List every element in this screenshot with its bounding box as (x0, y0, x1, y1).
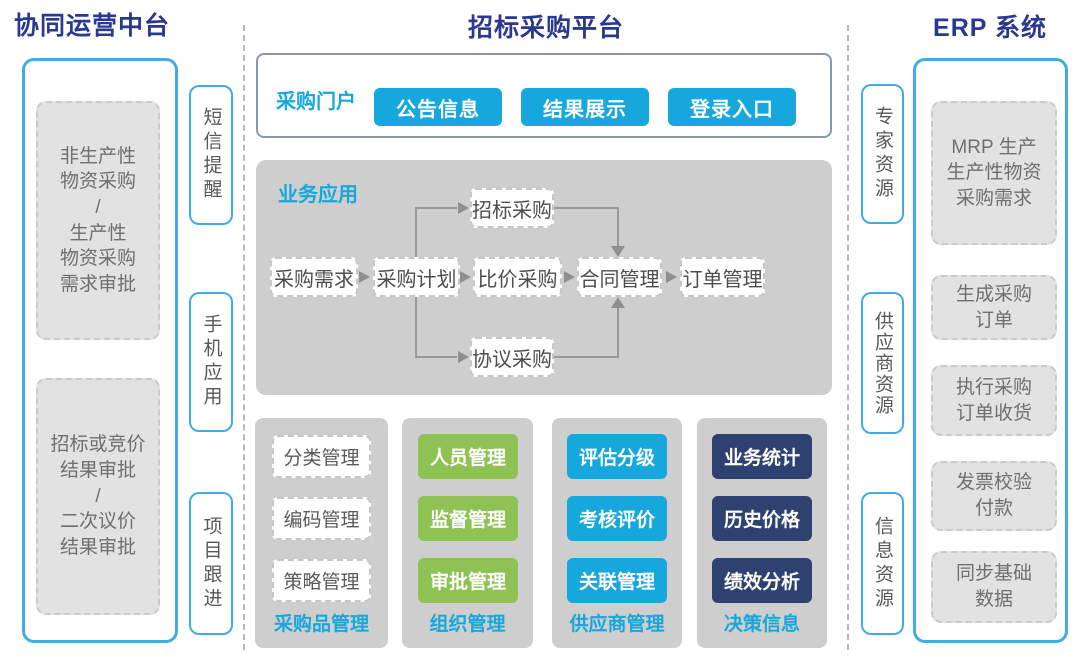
arrow-right-icon (359, 271, 370, 283)
box-line: 需求审批 (59, 273, 136, 295)
module-item: 评估分级 (567, 434, 667, 479)
arrow-down-icon (611, 246, 625, 257)
box-line: 结果审批 (59, 536, 136, 558)
box-line: 付款 (974, 498, 1013, 519)
left-section-title: 协同运营中台 (14, 12, 171, 40)
box-line: 采购需求 (955, 187, 1032, 209)
tab-expert-resource: 专家资源 (861, 84, 904, 224)
module-panel-label: 采购品管理 (273, 614, 369, 635)
flow-box-order: 订单管理 (680, 257, 765, 297)
erp-box-create-po: 生成采购 订单 (931, 275, 1057, 340)
tab-mobile-app: 手机应用 (189, 292, 233, 432)
connector-line (617, 308, 619, 358)
portal-label: 采购门户 (276, 91, 356, 113)
box-line: 订单收货 (955, 402, 1032, 424)
module-panel-decision: 业务统计 历史价格 绩效分析 决策信息 (697, 418, 827, 648)
box-line: 生产性物资 (946, 162, 1042, 184)
result-display-button[interactable]: 结果展示 (521, 88, 649, 126)
box-line: 数据 (974, 589, 1013, 610)
box-line: 非生产性 (59, 145, 136, 167)
module-item: 绩效分析 (712, 558, 812, 603)
module-item: 历史价格 (712, 496, 812, 541)
module-panel-procurement-item: 分类管理 编码管理 策略管理 采购品管理 (255, 418, 388, 648)
flow-box-agreement: 协议采购 (470, 337, 554, 377)
box-line: 物资采购 (59, 248, 136, 270)
connector-line (415, 207, 417, 258)
erp-box-sync-data: 同步基础 数据 (931, 551, 1057, 623)
announcement-info-button[interactable]: 公告信息 (374, 88, 502, 126)
arrow-right-icon (666, 271, 677, 283)
flow-box-plan: 采购计划 (373, 257, 460, 297)
tab-label: 项目跟进 (200, 515, 222, 612)
module-panel-organization: 人员管理 监督管理 审批管理 组织管理 (402, 418, 533, 648)
flow-box-bidding: 招标采购 (470, 188, 554, 228)
box-line: 二次议价 (59, 511, 136, 533)
erp-box-receive-po: 执行采购 订单收货 (931, 365, 1057, 436)
box-line: / (95, 485, 101, 507)
tab-label: 信息资源 (872, 515, 893, 612)
connector-line (554, 356, 619, 358)
box-line: 物资采购 (59, 171, 136, 193)
module-item: 人员管理 (418, 434, 518, 479)
connector-line (415, 207, 457, 209)
left-approval-box-2: 招标或竞价 结果审批 / 二次议价 结果审批 (36, 378, 160, 615)
connector-line (554, 207, 619, 209)
tab-label: 手机应用 (200, 314, 222, 410)
box-line: 订单 (974, 309, 1013, 331)
box-line: 生成采购 (955, 283, 1032, 305)
module-panel-label: 组织管理 (429, 614, 506, 635)
login-entry-button[interactable]: 登录入口 (668, 88, 796, 126)
module-item: 业务统计 (712, 434, 812, 479)
arrow-right-icon (458, 351, 469, 363)
business-application-label: 业务应用 (278, 184, 358, 206)
box-line: 招标或竞价 (50, 434, 146, 456)
box-line: / (95, 196, 101, 218)
box-line: MRP 生产 (951, 136, 1037, 158)
box-line: 生产性 (69, 222, 127, 244)
box-line: 结果审批 (59, 460, 136, 482)
tab-label: 短信提醒 (200, 107, 222, 203)
erp-box-invoice-payment: 发票校验 付款 (931, 461, 1057, 531)
arrow-up-icon (611, 297, 625, 308)
module-item: 考核评价 (567, 496, 667, 541)
module-panel-label: 决策信息 (723, 614, 800, 635)
arrow-right-icon (564, 271, 575, 283)
erp-panel: MRP 生产 生产性物资 采购需求 生成采购 订单 执行采购 订单收货 发票校验… (913, 58, 1068, 643)
left-approval-box-1: 非生产性 物资采购 / 生产性 物资采购 需求审批 (36, 101, 160, 340)
connector-line (415, 356, 457, 358)
box-line: 同步基础 (955, 563, 1032, 585)
tab-label: 供应商资源 (872, 310, 893, 416)
module-item: 编码管理 (272, 497, 371, 540)
module-item: 关联管理 (567, 558, 667, 603)
tab-sms-reminder: 短信提醒 (189, 85, 233, 225)
arrow-right-icon (460, 271, 471, 283)
flow-box-contract: 合同管理 (577, 257, 662, 297)
separator-right (847, 25, 849, 650)
tab-information-resource: 信息资源 (861, 492, 904, 635)
left-panel: 非生产性 物资采购 / 生产性 物资采购 需求审批 招标或竞价 结果审批 / 二… (22, 58, 178, 643)
separator-left (243, 25, 245, 650)
erp-box-mrp: MRP 生产 生产性物资 采购需求 (931, 101, 1057, 245)
box-line: 执行采购 (955, 376, 1032, 398)
flow-box-demand: 采购需求 (270, 257, 358, 297)
center-section-title: 招标采购平台 (467, 14, 624, 42)
module-panel-label: 供应商管理 (569, 614, 665, 635)
connector-line (617, 207, 619, 246)
arrow-right-icon (458, 202, 469, 214)
tab-supplier-resource: 供应商资源 (861, 292, 904, 434)
flow-box-price-compare: 比价采购 (473, 257, 562, 297)
erp-section-title: ERP 系统 (933, 14, 1047, 42)
module-item: 审批管理 (418, 558, 518, 603)
connector-line (415, 297, 417, 358)
module-item: 策略管理 (272, 559, 371, 602)
tab-label: 专家资源 (872, 106, 893, 202)
module-panel-supplier: 评估分级 考核评价 关联管理 供应商管理 (552, 418, 682, 648)
box-line: 发票校验 (955, 472, 1032, 494)
tab-project-follow: 项目跟进 (189, 492, 233, 635)
portal-box: 采购门户 公告信息 结果展示 登录入口 (256, 53, 832, 138)
module-item: 分类管理 (272, 435, 371, 478)
module-item: 监督管理 (418, 496, 518, 541)
